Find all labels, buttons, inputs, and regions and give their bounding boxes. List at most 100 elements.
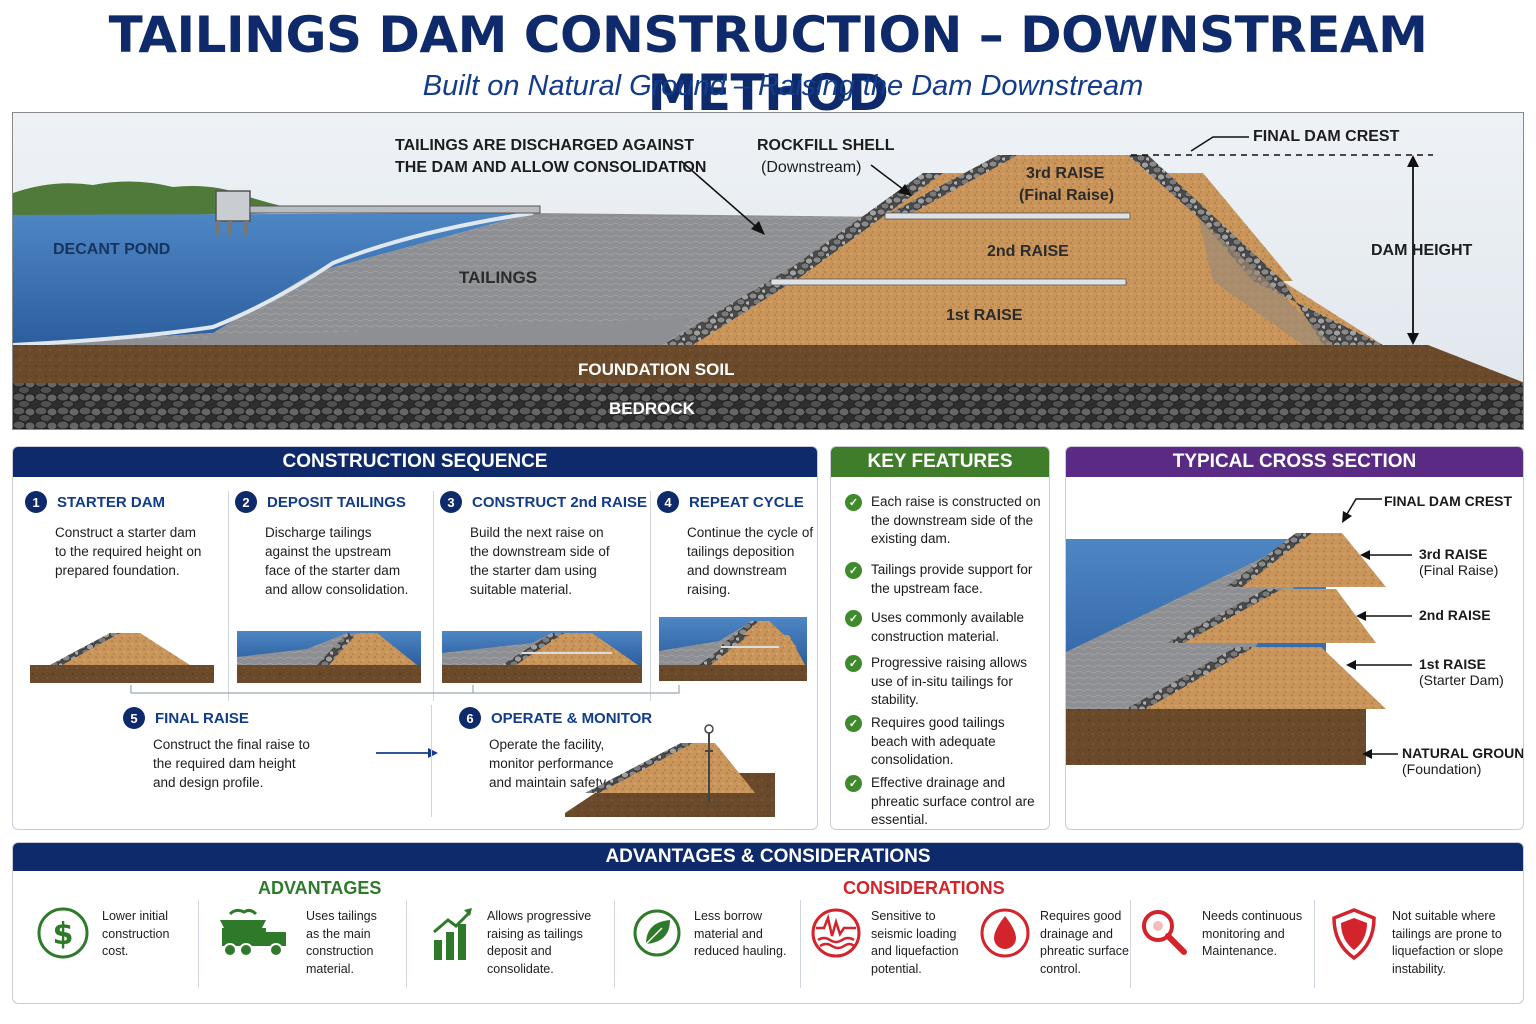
step-title: DEPOSIT TAILINGS: [267, 493, 406, 511]
advantages-heading: ADVANTAGES: [258, 878, 382, 898]
cs-second-raise-label: 2nd RAISE: [1419, 607, 1491, 623]
step-number-badge: 2: [235, 491, 257, 513]
dam-height-label: DAM HEIGHT: [1371, 242, 1473, 259]
key-features-panel: KEY FEATURES ✓ Each raise is constructed …: [830, 446, 1050, 830]
step-4: 4 REPEAT CYCLE Continue the cycle of tail…: [657, 491, 817, 599]
consideration-item: Not suitable where tailings are prone to…: [1330, 906, 1520, 978]
advantage-item: Uses tailings as the main construction m…: [216, 906, 396, 978]
feature-text: Each raise is constructed on the downstr…: [871, 494, 1041, 546]
cs-natural-ground-sub: (Foundation): [1402, 761, 1482, 777]
cross-section-illustration: [1066, 498, 1412, 765]
divider: [614, 900, 615, 988]
final-dam-crest-label: FINAL DAM CREST: [1253, 128, 1400, 145]
cs-first-raise-title: 1st RAISE: [1419, 656, 1486, 672]
consideration-text: Needs continuous monitoring and Maintena…: [1202, 909, 1303, 958]
arrow-right-icon: [376, 748, 438, 758]
rockfill-shell-sublabel: (Downstream): [761, 159, 862, 176]
divider: [431, 705, 432, 817]
tailings-label: TAILINGS: [459, 268, 538, 287]
advantage-text: Less borrow material and reduced hauling…: [694, 909, 787, 958]
divider: [650, 491, 651, 701]
consideration-item: Sensitive to seismic loading and liquefa…: [810, 906, 980, 978]
advantage-text: Uses tailings as the main construction m…: [306, 909, 377, 976]
advantage-item: Less borrow material and reduced hauling…: [632, 906, 797, 961]
step-number-badge: 4: [657, 491, 679, 513]
divider: [800, 900, 801, 988]
consideration-item: Requires good drainage and phreatic surf…: [980, 906, 1140, 978]
cs-third-raise-label: 3rd RAISE(Final Raise): [1419, 546, 1498, 578]
divider: [1130, 900, 1131, 988]
check-icon: ✓: [845, 562, 862, 579]
cs-final-crest-label: FINAL DAM CREST: [1384, 493, 1513, 509]
feature-text: Uses commonly available construction mat…: [871, 610, 1025, 644]
advantage-item: $ Lower initial construction cost.: [36, 906, 186, 961]
step-5: 5 FINAL RAISE Construct the final raise t…: [123, 707, 313, 792]
consideration-item: Needs continuous monitoring and Maintena…: [1138, 906, 1308, 961]
typical-cross-section-panel: TYPICAL CROSS SECTION FINAL DAM CREST 3r…: [1065, 446, 1524, 830]
step-number-badge: 6: [459, 707, 481, 729]
page-title: TAILINGS DAM CONSTRUCTION – DOWNSTREAM M…: [108, 6, 1428, 122]
considerations-heading: CONSIDERATIONS: [843, 878, 1005, 898]
step-6: 6 OPERATE & MONITOR Operate the facility,…: [459, 707, 652, 792]
typical-cross-section-heading: TYPICAL CROSS SECTION: [1066, 447, 1523, 477]
step-description: Operate the facility, monitor performanc…: [489, 737, 614, 790]
step-title: FINAL RAISE: [155, 709, 249, 727]
step-2-illustration: [237, 631, 421, 683]
step-description: Build the next raise on the downstream s…: [470, 525, 610, 597]
feature-item: ✓ Progressive raising allows use of in-si…: [845, 654, 1045, 710]
step-description: Construct a starter dam to the required …: [55, 525, 202, 578]
feature-text: Effective drainage and phreatic surface …: [871, 775, 1035, 827]
step-2: 2 DEPOSIT TAILINGS Discharge tailings aga…: [235, 491, 415, 599]
divider: [433, 491, 434, 701]
divider: [228, 491, 229, 701]
first-raise-label: 1st RAISE: [946, 307, 1023, 324]
growth-chart-icon: [433, 908, 472, 960]
step-1-illustration: [30, 633, 214, 683]
check-icon: ✓: [845, 775, 862, 792]
check-icon: ✓: [845, 655, 862, 672]
third-raise-label: 3rd RAISE: [1026, 165, 1105, 182]
step-1: 1 STARTER DAM Construct a starter dam to …: [25, 491, 205, 580]
step-title: STARTER DAM: [57, 493, 166, 511]
advantage-text: Allows progressive raising as tailings d…: [487, 909, 592, 976]
divider: [198, 900, 199, 988]
check-icon: ✓: [845, 610, 862, 627]
page-subtitle: Built on Natural Ground – Raising the Da…: [422, 70, 1144, 102]
step-number-badge: 1: [25, 491, 47, 513]
feature-text: Tailings provide support for the upstrea…: [871, 562, 1033, 596]
cs-natural-ground-title: NATURAL GROUND: [1402, 745, 1524, 761]
consideration-text: Not suitable where tailings are prone to…: [1392, 909, 1504, 976]
discharge-note-line2: THE DAM AND ALLOW CONSOLIDATION: [395, 159, 707, 176]
step-title: REPEAT CYCLE: [689, 493, 804, 511]
divider: [1314, 900, 1315, 988]
feature-text: Progressive raising allows use of in-sit…: [871, 655, 1028, 707]
dump-truck-icon: [220, 908, 286, 957]
cs-third-raise-title: 3rd RAISE: [1419, 546, 1488, 562]
dollar-icon: $: [37, 907, 89, 959]
step-6-illustration: [565, 724, 775, 817]
consideration-text: Requires good drainage and phreatic surf…: [1040, 909, 1129, 976]
third-raise-sublabel: (Final Raise): [1019, 187, 1115, 204]
step-title: OPERATE & MONITOR: [491, 709, 653, 727]
check-icon: ✓: [845, 494, 862, 511]
step-title: CONSTRUCT 2nd RAISE: [472, 493, 648, 511]
feature-item: ✓ Tailings provide support for the upstre…: [845, 561, 1045, 598]
key-features-heading: KEY FEATURES: [831, 447, 1049, 477]
step-number-badge: 5: [123, 707, 145, 729]
step-description: Continue the cycle of tailings depositio…: [687, 525, 814, 597]
cs-natural-ground-label: NATURAL GROUND(Foundation): [1402, 745, 1524, 777]
step-description: Discharge tailings against the upstream …: [265, 525, 409, 597]
advantages-considerations-heading: ADVANTAGES & CONSIDERATIONS: [13, 843, 1523, 871]
advantage-item: Allows progressive raising as tailings d…: [430, 906, 605, 978]
step-description: Construct the final raise to the require…: [153, 737, 310, 790]
sequence-connector: [130, 685, 680, 694]
leaf-icon: [633, 909, 681, 957]
magnifier-icon: [1142, 910, 1187, 955]
step-3-illustration: [442, 631, 642, 683]
feature-item: ✓ Each raise is constructed on the downst…: [845, 493, 1045, 549]
feature-item: ✓Requires good tailings beach with adequ…: [845, 714, 1045, 770]
bedrock-label: BEDROCK: [609, 399, 695, 418]
feature-item: ✓ Effective drainage and phreatic surface…: [845, 774, 1045, 829]
